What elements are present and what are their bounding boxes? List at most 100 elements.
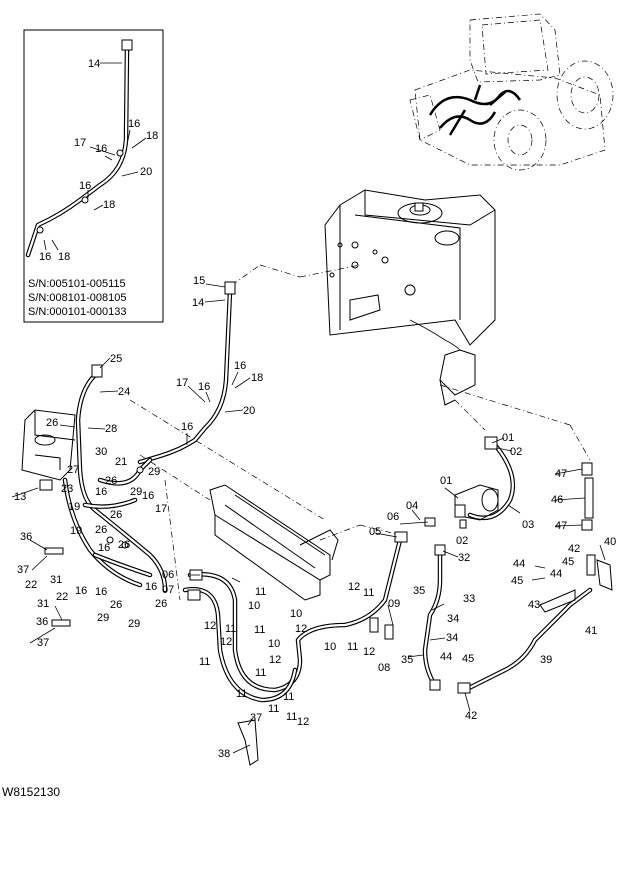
callout-label: 35 (401, 654, 413, 666)
callout-label: 20 (243, 405, 255, 417)
machine-harness (428, 84, 522, 136)
callout-label: 02 (510, 446, 522, 458)
callout-label: 27 (67, 464, 79, 476)
callout-label: 16 (142, 490, 154, 502)
callout-label: 46 (551, 494, 563, 506)
callout-label: 12 (204, 620, 216, 632)
callout-label: 37 (250, 712, 262, 724)
callout-label: 11 (255, 667, 266, 679)
callout-label: 26 (105, 475, 117, 487)
callout-label: 40 (604, 536, 616, 548)
callout-label: 12 (363, 646, 375, 658)
callout-label: 08 (378, 662, 390, 674)
callout-label: 39 (540, 654, 552, 666)
callout-label: 25 (110, 353, 122, 365)
hose-bundle-lower (182, 531, 408, 766)
frame-illustration (324, 189, 496, 406)
callout-label: 33 (463, 593, 475, 605)
callout-label: 36 (20, 531, 32, 543)
callout-label: 44 (513, 558, 525, 570)
serial-number-line: S/N:005101-005115 (28, 278, 126, 290)
callout-label: 19 (68, 501, 80, 513)
reference-lines (129, 264, 591, 601)
callout-label: 16 (75, 585, 87, 597)
inset-callout: 16 (79, 180, 91, 192)
callout-labels: 15 14 16 18 17 16 20 16 25 24 26 28 30 2… (14, 275, 616, 760)
callout-label: 06 (387, 511, 399, 523)
inset-callout: 17 (74, 137, 86, 149)
callout-label: 29 (97, 612, 109, 624)
callout-label: 09 (388, 598, 400, 610)
callout-label: 05 (369, 526, 381, 538)
serial-number-line: S/N:000101-000133 (28, 306, 126, 318)
callout-label: 22 (56, 591, 68, 603)
callout-label: 29 (128, 618, 140, 630)
callout-label: 31 (37, 598, 49, 610)
callout-label: 04 (406, 500, 418, 512)
inset-frame (23, 29, 164, 323)
callout-label: 35 (413, 585, 425, 597)
callout-label: 26 (155, 598, 167, 610)
serial-number-line: S/N:008101-008105 (28, 292, 126, 304)
callout-label: 23 (61, 483, 73, 495)
inset-callout: 18 (58, 251, 70, 263)
callout-label: 11 (363, 587, 374, 599)
callout-label: 24 (118, 386, 130, 398)
drawing-id: W8152130 (2, 785, 60, 799)
callout-label: 16 (145, 581, 157, 593)
callout-label: 11 (255, 586, 266, 598)
callout-label: 06 (162, 569, 174, 581)
hose-bundle-left (39, 364, 168, 627)
callout-label: 16 (198, 381, 210, 393)
callout-label: 11 (254, 624, 265, 636)
callout-label: 26 (118, 539, 130, 551)
callout-label: 29 (130, 486, 142, 498)
leader-lines (11, 283, 606, 754)
callout-label: 21 (115, 456, 127, 468)
callout-label: 10 (268, 638, 280, 650)
inset-fitting (121, 39, 133, 51)
callout-label: 12 (348, 581, 360, 593)
callout-label: 22 (25, 579, 37, 591)
inset-callout: 18 (103, 199, 115, 211)
hose-33-34 (369, 544, 446, 691)
callout-label: 13 (14, 491, 26, 503)
callout-label: 31 (50, 574, 62, 586)
callout-label: 16 (234, 360, 246, 372)
callout-label: 11 (268, 703, 279, 715)
callout-label: 44 (550, 568, 562, 580)
callout-label: 16 (98, 542, 110, 554)
callout-label: 26 (110, 509, 122, 521)
callout-label: 16 (95, 486, 107, 498)
callout-label: 26 (110, 599, 122, 611)
callout-label: 14 (192, 297, 204, 309)
callout-label: 16 (181, 421, 193, 433)
callout-label: 11 (199, 656, 210, 668)
inset-panel: 14 16 18 17 16 20 16 18 16 18 S/N:005101… (23, 29, 164, 323)
callout-label: 26 (95, 524, 107, 536)
callout-label: 47 (555, 468, 567, 480)
callout-label: 45 (511, 575, 523, 587)
callout-label: 34 (446, 632, 458, 644)
callout-label: 15 (193, 275, 205, 287)
callout-label: 11 (347, 641, 358, 653)
callout-label: 45 (562, 556, 574, 568)
callout-label: 07 (162, 584, 174, 596)
callout-label: 45 (462, 653, 474, 665)
callout-label: 10 (248, 600, 260, 612)
inset-callout: 18 (146, 130, 158, 142)
callout-label: 32 (458, 552, 470, 564)
callout-label: 42 (465, 710, 477, 722)
callout-label: 30 (95, 446, 107, 458)
inset-callout: 16 (39, 251, 51, 263)
callout-label: 02 (456, 535, 468, 547)
callout-label: 12 (269, 654, 281, 666)
reservoir-tank (21, 409, 76, 481)
callout-label: 17 (155, 503, 167, 515)
inset-callout: 14 (88, 58, 100, 70)
line-39 (457, 462, 613, 694)
callout-label: 37 (17, 564, 29, 576)
callout-label: 12 (297, 716, 309, 728)
inset-callout: 20 (140, 166, 152, 178)
